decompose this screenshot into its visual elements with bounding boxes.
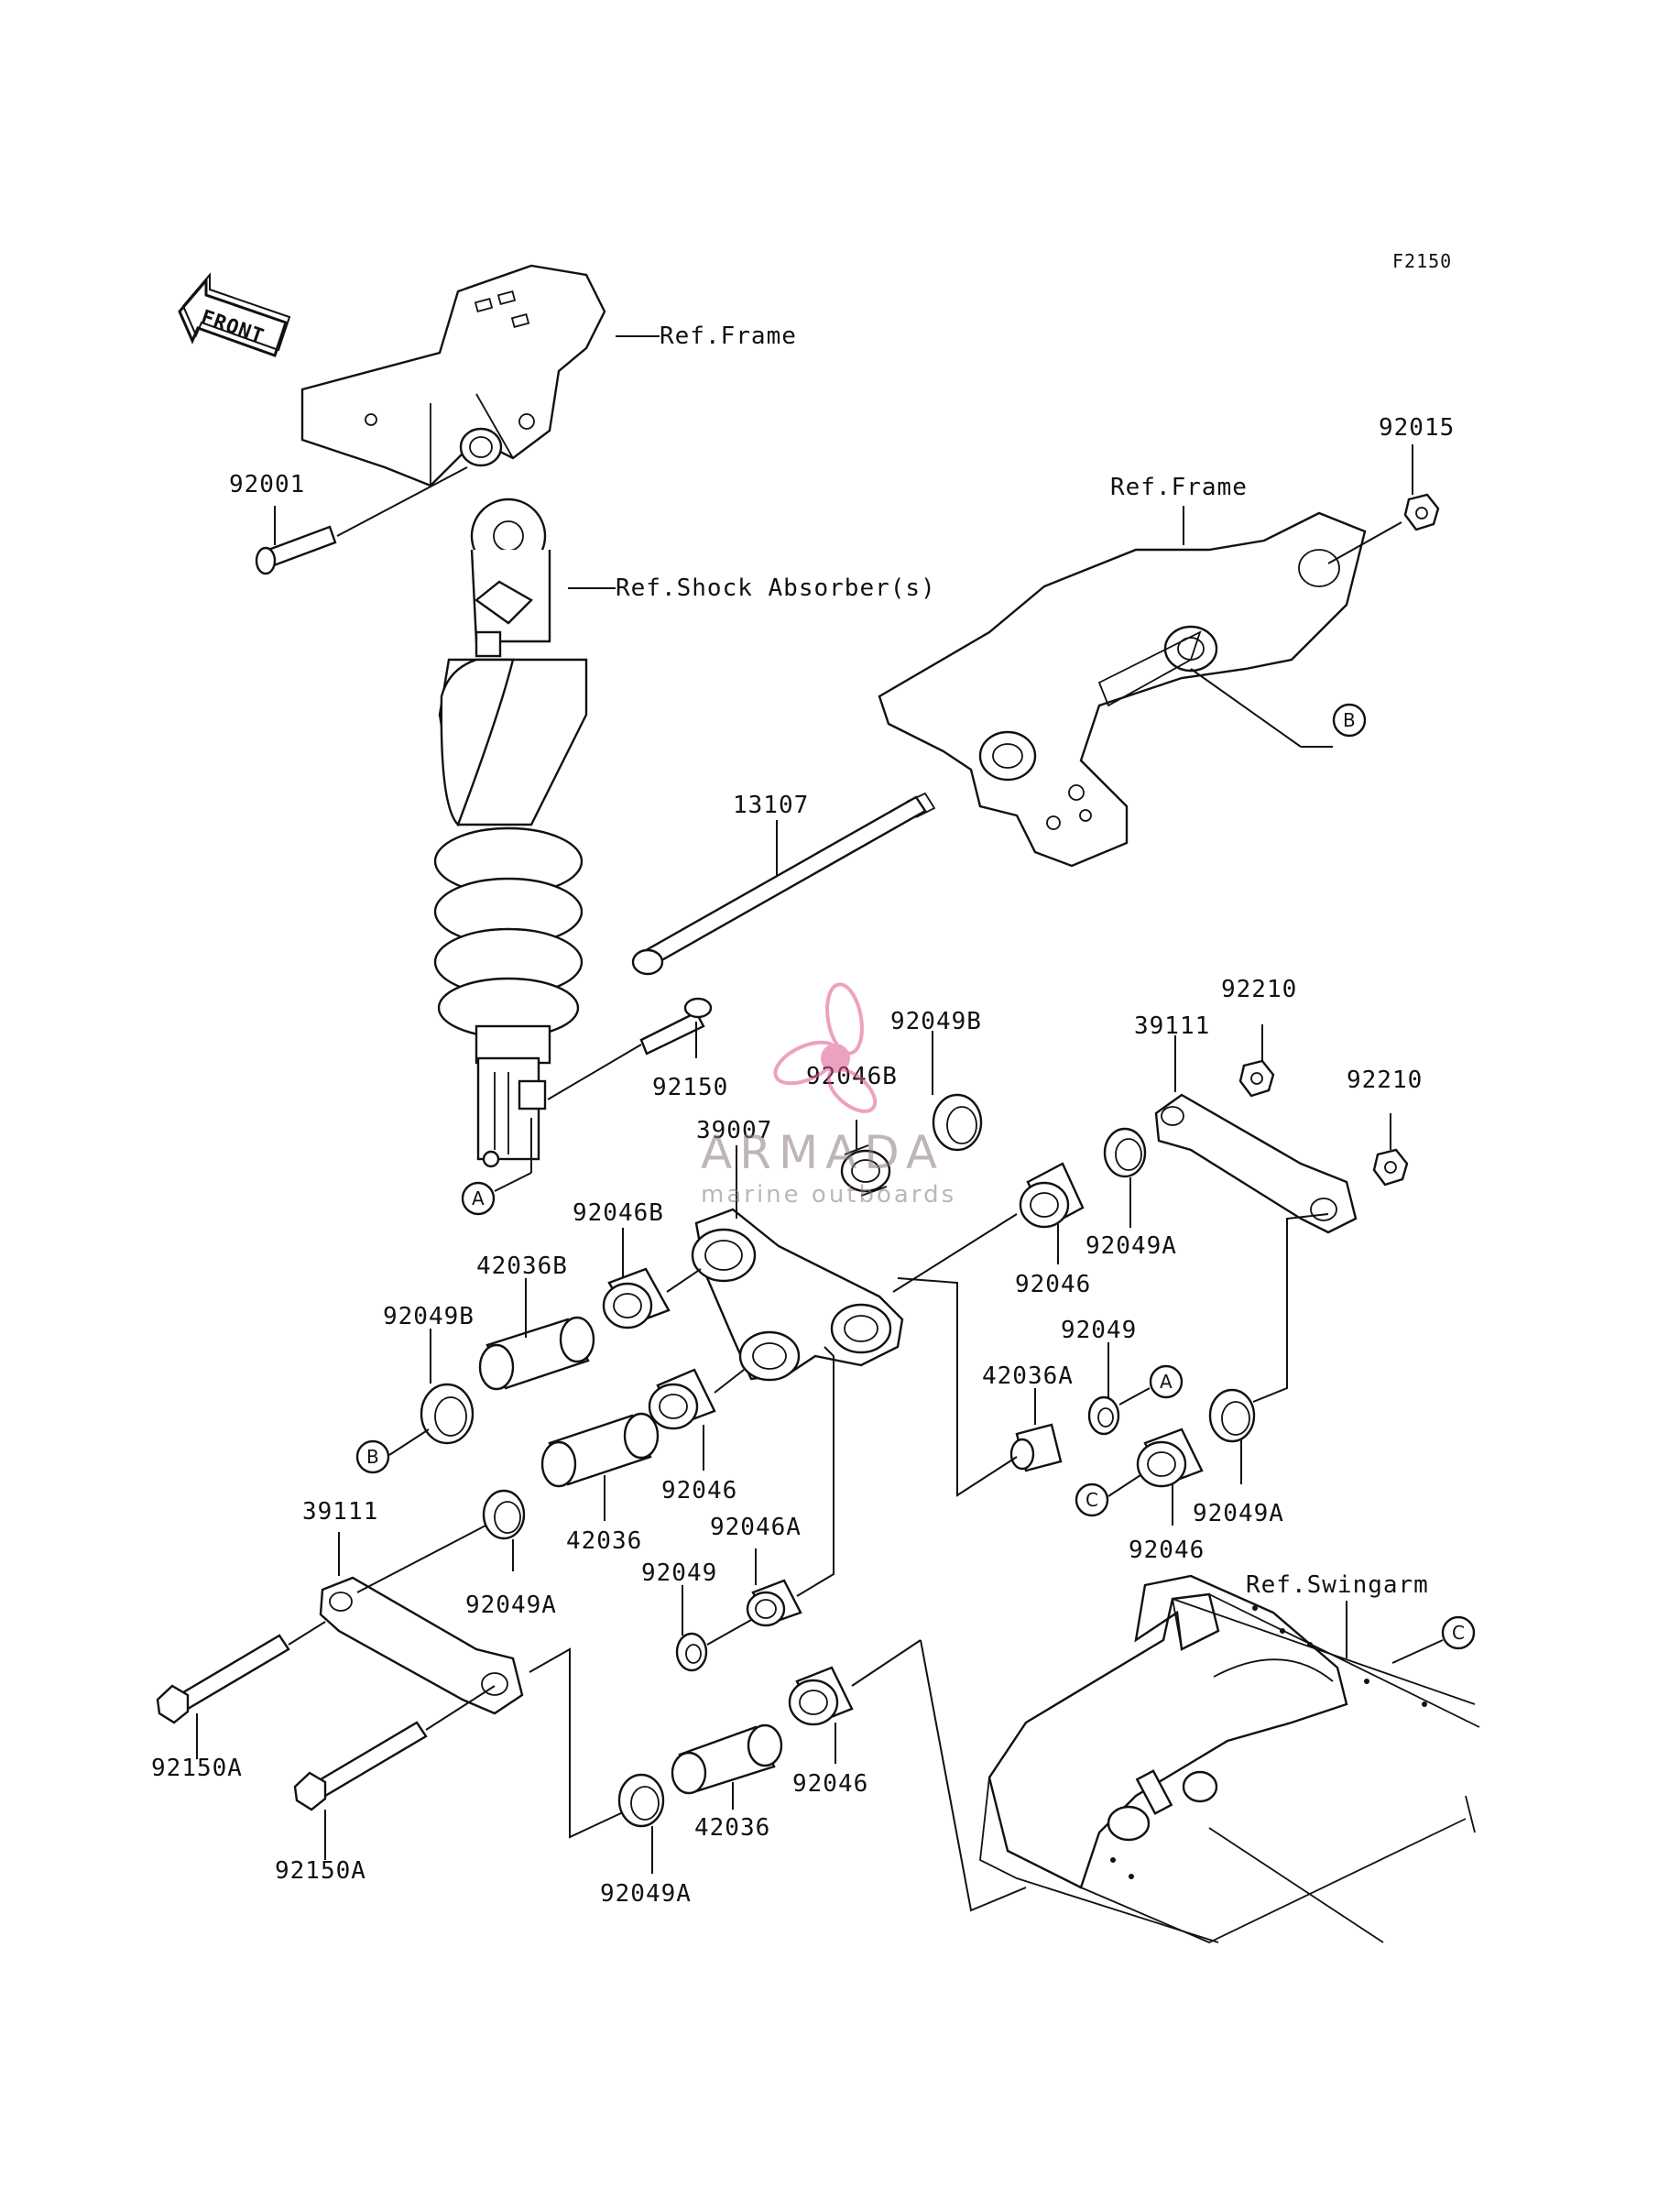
label-42036b: 42036B — [476, 1253, 568, 1280]
frame-right-bracket — [878, 511, 1367, 868]
watermark-logo: ARMADA marine outboards — [701, 982, 956, 1209]
diagram-code: F2150 — [1392, 250, 1452, 272]
label-92049b-top: 92049B — [890, 1008, 982, 1035]
bearing-92046-low — [788, 1666, 854, 1726]
ref-frame-right-label: Ref.Frame — [1110, 474, 1248, 501]
bolt-92001 — [255, 525, 337, 575]
bearing-92046-mid — [648, 1368, 716, 1430]
collar-42036-mid — [540, 1412, 660, 1488]
label-13107: 13107 — [733, 792, 809, 819]
ref-swingarm-label: Ref.Swingarm — [1246, 1571, 1429, 1599]
callout-a-shock: A — [461, 1181, 496, 1216]
watermark-tagline: marine outboards — [701, 1181, 956, 1209]
svg-text:C: C — [1452, 1622, 1465, 1644]
label-42036-mid: 42036 — [566, 1527, 642, 1555]
seal-92049b-left — [420, 1383, 475, 1445]
label-92015: 92015 — [1379, 414, 1455, 442]
label-39007: 39007 — [696, 1117, 772, 1144]
label-92046-farright: 92046 — [1129, 1537, 1205, 1564]
ref-frame-top-label: Ref.Frame — [660, 323, 797, 350]
seal-92049-low — [675, 1632, 708, 1672]
collar-42036-low — [671, 1723, 783, 1795]
seal-92049a-right — [1103, 1127, 1147, 1178]
callout-c-lever: C — [1075, 1482, 1109, 1517]
label-92049a-right: 92049A — [1085, 1232, 1177, 1260]
label-92046b-top: 92046B — [806, 1063, 898, 1090]
svg-text:C: C — [1085, 1489, 1098, 1511]
label-92150a-b: 92150A — [275, 1857, 366, 1885]
ref-shock-absorber-label: Ref.Shock Absorber(s) — [616, 574, 936, 602]
label-92046-right: 92046 — [1015, 1271, 1091, 1298]
label-39111-left: 39111 — [302, 1498, 378, 1526]
bearing-92046a — [746, 1579, 802, 1627]
label-92210-a: 92210 — [1221, 976, 1297, 1003]
bearing-92046-farright — [1136, 1428, 1204, 1488]
callout-b-lower: B — [355, 1439, 390, 1474]
label-42036-low: 42036 — [694, 1814, 770, 1842]
label-92046-mid: 92046 — [661, 1477, 737, 1504]
label-92049-mid: 92049 — [1061, 1317, 1137, 1344]
label-92046b-left: 92046B — [573, 1199, 664, 1227]
seal-92049b-top — [932, 1093, 983, 1152]
svg-text:A: A — [472, 1187, 485, 1209]
label-92049a-farright: 92049A — [1193, 1500, 1284, 1527]
link-39111-left — [319, 1576, 524, 1715]
label-92046a: 92046A — [710, 1514, 802, 1541]
propeller-icon — [773, 982, 878, 1113]
callout-b-frame: B — [1332, 703, 1367, 738]
bolt-92150 — [639, 997, 713, 1056]
callout-a-lever: A — [1149, 1364, 1184, 1399]
label-92049a-left: 92049A — [465, 1592, 557, 1619]
label-92049b-left: 92049B — [383, 1303, 475, 1330]
watermark-brand: ARMADA — [701, 1126, 944, 1179]
svg-text:B: B — [1343, 709, 1356, 731]
frame-top-bracket — [300, 264, 606, 487]
bolt-92150a-a — [156, 1634, 290, 1724]
bearing-92046b-left — [602, 1267, 671, 1329]
bolt-92150a-b — [293, 1721, 428, 1811]
svg-text:A: A — [1160, 1371, 1173, 1393]
link-39111-right — [1154, 1093, 1358, 1234]
label-92150: 92150 — [652, 1074, 728, 1101]
label-92210-b: 92210 — [1347, 1067, 1423, 1094]
label-92046-low: 92046 — [792, 1770, 868, 1798]
seal-92049a-farright — [1208, 1388, 1256, 1443]
nut-92210-b — [1372, 1148, 1409, 1187]
front-arrow-icon: FRONT — [178, 272, 291, 357]
seal-92049a-left — [482, 1489, 526, 1540]
label-39111-right: 39111 — [1134, 1012, 1210, 1040]
shock-absorber — [433, 498, 588, 1168]
shaft-13107 — [631, 792, 936, 976]
label-92150a-a: 92150A — [151, 1755, 243, 1782]
swingarm — [979, 1574, 1480, 1943]
collar-42036a — [1009, 1423, 1063, 1472]
label-92001: 92001 — [229, 471, 305, 498]
label-42036a: 42036A — [982, 1362, 1074, 1390]
lever-39007 — [691, 1208, 904, 1382]
seal-92049-mid — [1087, 1395, 1120, 1436]
label-92049-low: 92049 — [641, 1559, 717, 1587]
nut-92210-a — [1238, 1059, 1275, 1098]
callout-c-swingarm: C — [1441, 1615, 1476, 1650]
collar-42036b — [478, 1316, 595, 1391]
svg-text:B: B — [366, 1446, 379, 1468]
nut-92015 — [1403, 493, 1440, 531]
seal-92049a-low — [617, 1773, 665, 1828]
bearing-92046-right — [1019, 1162, 1085, 1229]
label-92049a-low: 92049A — [600, 1880, 692, 1908]
